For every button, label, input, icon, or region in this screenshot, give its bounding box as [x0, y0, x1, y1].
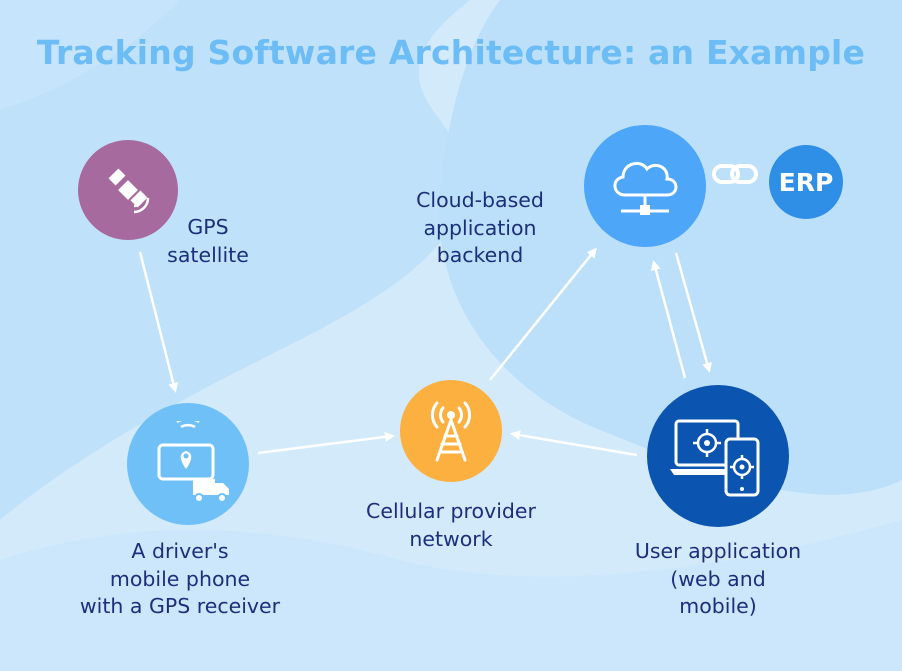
phone-truck-location-icon — [157, 421, 229, 503]
cloud-network-icon — [613, 161, 678, 215]
driver-phone-label-line1: A driver's — [131, 539, 229, 563]
cellular-network-label: Cellular provider network — [345, 498, 557, 553]
cellular-network-label-line1: Cellular provider — [366, 499, 536, 523]
cloud-backend-label-line1: Cloud-based — [416, 188, 544, 212]
cellular-network-label-line2: network — [409, 526, 493, 551]
arrow-satellite-to-phone — [138, 251, 179, 393]
gps-satellite-label-line1: GPS — [187, 215, 229, 239]
satellite-icon — [108, 168, 150, 214]
gps-satellite-label: GPS satellite — [150, 214, 266, 269]
arrow-user-to-cloud — [650, 260, 687, 379]
gps-satellite-node — [78, 140, 178, 240]
cloud-backend-label-line2: application — [423, 215, 537, 240]
erp-badge: ERP — [769, 145, 843, 219]
driver-phone-node — [127, 403, 249, 525]
chain-link-icon — [712, 164, 758, 184]
cell-tower-icon — [430, 401, 472, 462]
driver-phone-label-line2: mobile phone — [109, 566, 251, 591]
arrow-user-to-cellular — [510, 430, 638, 457]
driver-phone-label: A driver's mobile phone with a GPS recei… — [55, 538, 305, 621]
laptop-phone-target-icon — [670, 419, 760, 497]
cellular-network-node — [400, 380, 502, 482]
arrow-cloud-to-user — [674, 252, 712, 373]
cloud-backend-node — [584, 125, 706, 247]
arrow-phone-to-cellular — [257, 431, 395, 455]
driver-phone-label-line3: with a GPS receiver — [79, 594, 281, 618]
user-application-label-line2: (web and — [670, 566, 766, 591]
diagram-title: Tracking Software Architecture: an Examp… — [36, 33, 866, 72]
cloud-backend-label-line3: backend — [436, 243, 524, 267]
gps-satellite-label-line2: satellite — [167, 242, 249, 267]
user-application-label: User application (web and mobile) — [605, 538, 831, 621]
arrow-cellular-to-cloud — [489, 247, 597, 381]
user-application-node — [647, 385, 789, 527]
cloud-backend-label: Cloud-based application backend — [405, 187, 555, 270]
user-application-label-line3: mobile) — [679, 594, 757, 618]
user-application-label-line1: User application — [634, 539, 802, 563]
